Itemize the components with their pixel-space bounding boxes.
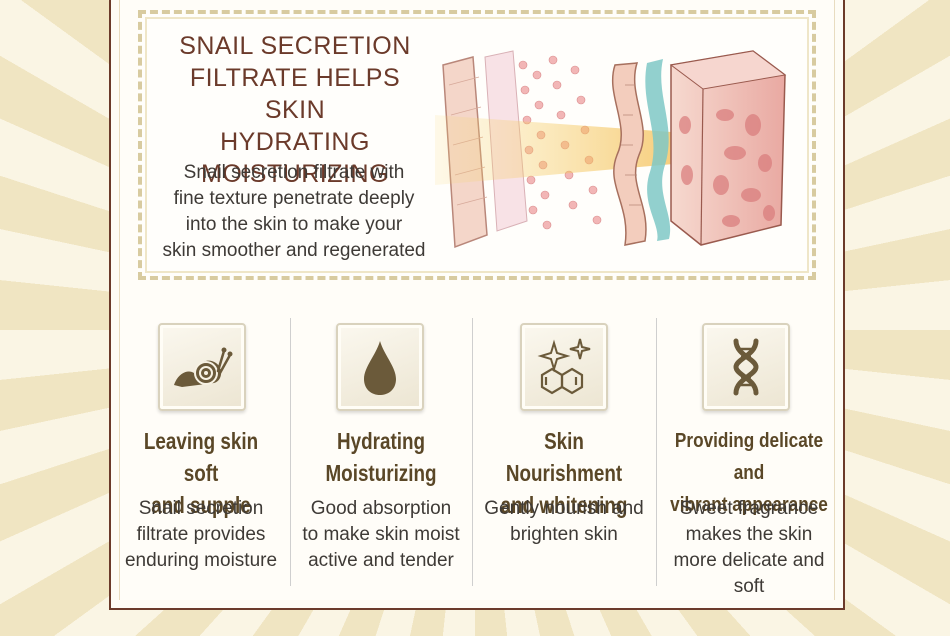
icon-frame [520,323,608,411]
feature-title-line: Leaving skin soft [143,428,259,486]
icon-frame [336,323,424,411]
water-drop-icon [364,341,396,395]
feature-desc-line: brighten skin [510,524,618,545]
feature-description: Snail secretion filtrate provides enduri… [112,496,290,574]
column-divider [290,318,291,586]
feature-desc-line: Snail secretion [138,498,264,519]
banner-title-line: MOISTURIZING [201,160,389,188]
icon-frame [158,323,246,411]
banner-title-line: SNAIL SECRETION [179,32,411,60]
banner-title-line: FILTRATE HELPS SKIN [189,64,401,124]
feature-desc-line: filtrate provides [136,524,266,545]
feature-title-line: vibrant appearance [670,494,828,516]
banner-title-line: HYDRATING [220,128,370,156]
feature-desc-line: enduring moisture [124,550,278,571]
feature-title: Providing delicate and vibrant appearanc… [669,425,829,521]
skin-layers-illustration [435,50,787,249]
feature-desc-line: Gently nourish and [484,498,644,519]
feature-desc-line: active and tender [308,550,454,571]
feature-desc-line: Good absorption [310,498,452,519]
banner-description: Snail secretion filtrate with fine textu… [148,160,440,264]
feature-title-line: and whitening [500,492,628,518]
feature-soft-supple: Leaving skin soft and supple Snail secre… [112,318,290,588]
feature-desc-line: soft [733,576,765,597]
features-row: Leaving skin soft and supple Snail secre… [112,318,842,597]
column-divider [656,318,657,586]
feature-title-line: and supple [151,492,251,518]
feature-desc-line: more delicate and [673,550,825,571]
banner-desc-line: Snail secretion filtrate with [183,162,405,183]
banner-desc-line: fine texture penetrate deeply [173,188,415,209]
feature-delicate: Providing delicate and vibrant appearanc… [656,318,842,597]
dna-icon [733,338,759,396]
feature-title-line: Hydrating [336,428,426,454]
feature-title-line: Moisturizing [325,460,437,486]
feature-nourishment: Skin Nourishment and whitening Gently no… [472,318,656,588]
banner-desc-line: into the skin to make your [185,214,403,235]
feature-title: Leaving skin soft and supple [128,425,274,521]
snail-icon [174,347,233,387]
feature-desc-line: Sweet fragrance [679,498,819,519]
column-divider [472,318,473,586]
feature-desc-line: makes the skin [685,524,813,545]
feature-title: Skin Nourishment and whitening [489,425,640,521]
banner-title: SNAIL SECRETION FILTRATE HELPS SKIN HYDR… [160,30,430,190]
feature-description: Gently nourish and brighten skin [472,496,656,548]
icon-frame [702,323,790,411]
sparkle-molecule-icon [537,338,591,395]
feature-title: Hydrating Moisturizing [306,425,455,489]
feature-hydrating: Hydrating Moisturizing Good absorption t… [290,318,472,588]
feature-description: Sweet fragrance makes the skin more deli… [656,496,842,600]
feature-description: Good absorption to make skin moist activ… [290,496,472,574]
feature-title-line: Skin Nourishment [505,428,623,486]
feature-title-line: Providing delicate and [674,430,824,484]
banner-desc-line: skin smoother and regenerated [162,240,426,261]
feature-desc-line: to make skin moist [302,524,460,545]
